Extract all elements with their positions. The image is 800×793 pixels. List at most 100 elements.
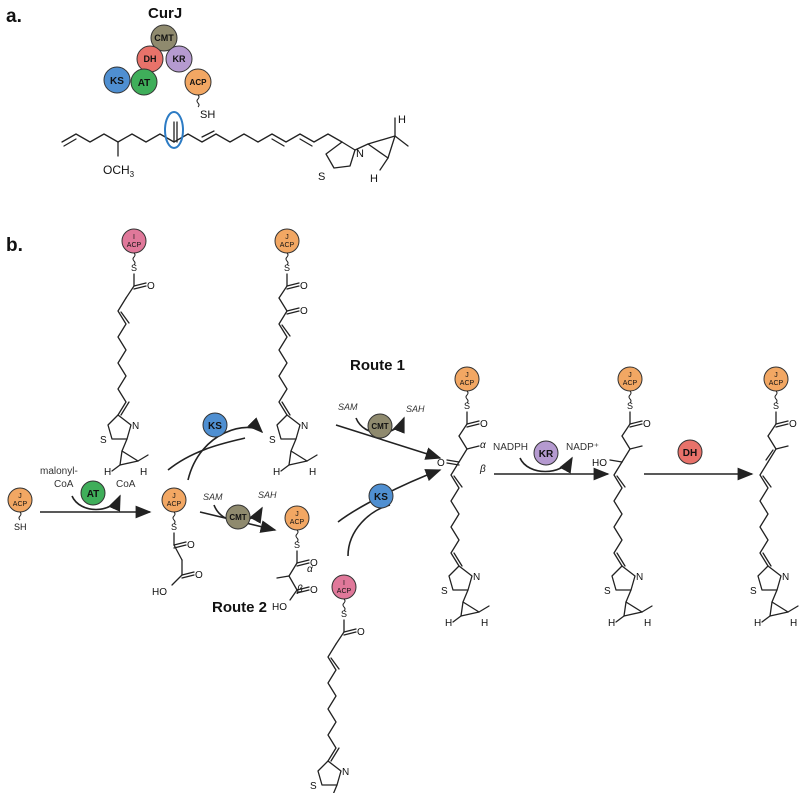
route-2-label: Route 2: [212, 599, 267, 616]
sulfur-label: S: [441, 586, 448, 597]
nitrogen-label: N: [132, 421, 139, 432]
svg-text:CMT: CMT: [229, 513, 246, 522]
kr-enzyme-icon: KR: [533, 440, 559, 466]
sulfur-label: S: [131, 263, 137, 273]
svg-text:DH: DH: [144, 54, 157, 64]
svg-text:I: I: [343, 580, 345, 587]
oxygen-label: O: [310, 585, 318, 596]
svg-text:α: α: [480, 440, 486, 451]
sulfur-label: S: [627, 401, 633, 411]
i-acp-icon: I ACP: [121, 228, 147, 254]
sulfur-label: S: [100, 435, 107, 446]
svg-text:KR: KR: [539, 449, 554, 460]
sulfur-label: S: [750, 586, 757, 597]
curj-title: CurJ: [148, 5, 182, 22]
svg-text:ACP: ACP: [460, 380, 475, 387]
hydrogen-label: H: [644, 618, 651, 629]
dh-domain-icon: DH: [136, 45, 164, 73]
hydrogen-label: H: [790, 618, 797, 629]
svg-text:KS: KS: [208, 421, 222, 432]
oxygen-label: O: [300, 281, 308, 292]
svg-text:J: J: [774, 372, 778, 379]
svg-text:AT: AT: [138, 78, 151, 89]
ks-domain-icon: KS: [103, 66, 131, 94]
oxygen-label: O: [310, 558, 318, 569]
hydrogen-label: H: [140, 467, 147, 478]
svg-text:ACP: ACP: [623, 380, 638, 387]
sulfur-label: S: [773, 401, 779, 411]
cmt-enzyme-icon-route2: CMT: [225, 504, 251, 530]
oxygen-label: O: [789, 419, 797, 430]
hydroxyl-label: HO: [152, 587, 167, 598]
sulfur-label: S: [464, 401, 470, 411]
nitrogen-label: N: [473, 572, 480, 583]
svg-text:N: N: [356, 148, 364, 160]
svg-text:H: H: [398, 114, 406, 126]
curacin-a-structure: OCH3 N S H H: [61, 111, 409, 185]
svg-text:J: J: [172, 493, 176, 500]
oxygen-label: O: [480, 419, 488, 430]
curj-domain-cluster: CMT DH KR KS AT ACP SH: [103, 24, 215, 121]
oxygen-label: O: [300, 306, 308, 317]
j-acp-icon-start: J ACP: [7, 487, 33, 513]
nitrogen-label: N: [782, 572, 789, 583]
svg-text:ACP: ACP: [13, 501, 28, 508]
oxygen-label: O: [643, 419, 651, 430]
svg-text:J: J: [295, 511, 299, 518]
oxygen-label: O: [195, 570, 203, 581]
oxygen-label: O: [357, 627, 365, 638]
svg-text:S: S: [318, 171, 325, 183]
acp-domain-icon: ACP: [184, 68, 212, 96]
panel-b-label: b.: [6, 235, 23, 256]
svg-text:H: H: [370, 173, 378, 185]
svg-text:α: α: [307, 564, 313, 575]
hydrogen-label: H: [104, 467, 111, 478]
svg-text:KR: KR: [173, 54, 186, 64]
svg-text:SAH: SAH: [406, 404, 425, 414]
hydrogen-label: H: [754, 618, 761, 629]
svg-text:CMT: CMT: [371, 422, 388, 431]
svg-text:J: J: [628, 372, 632, 379]
cmt-enzyme-icon-route1: CMT: [367, 413, 393, 439]
nitrogen-label: N: [636, 572, 643, 583]
sulfur-label: S: [284, 263, 290, 273]
svg-text:ACP: ACP: [280, 242, 295, 249]
j-acp-icon-product1: J ACP: [454, 366, 480, 392]
acyl-chain-structures: SONSHHSOONSHHSOOHOSOOHOSONSHHSOONSHHSOHO…: [100, 252, 799, 793]
at-enzyme-icon: AT: [80, 480, 106, 506]
svg-text:KS: KS: [110, 76, 124, 87]
svg-text:DH: DH: [683, 448, 697, 459]
ks-enzyme-icon-route2: KS: [368, 483, 394, 509]
oxygen-label: O: [437, 458, 445, 469]
highlight-oval: [164, 111, 184, 149]
oxygen-label: O: [147, 281, 155, 292]
j-acp-icon-top: J ACP: [274, 228, 300, 254]
kr-domain-icon: KR: [165, 45, 193, 73]
curj-sh-label: SH: [200, 109, 215, 121]
sulfur-label: S: [341, 609, 347, 619]
svg-text:ACP: ACP: [290, 519, 305, 526]
j-acp-icon-malonyl: J ACP: [161, 487, 187, 513]
hydroxyl-label: HO: [592, 458, 607, 469]
cmt-domain-icon: CMT: [150, 24, 178, 52]
svg-text:J: J: [285, 234, 289, 241]
och3-label: OCH3: [103, 163, 135, 179]
svg-text:malonyl-: malonyl-: [40, 466, 78, 477]
sulfur-label: S: [294, 540, 300, 550]
sulfur-label: S: [269, 435, 276, 446]
j-acp-icon-product2: J ACP: [617, 366, 643, 392]
sulfur-label: S: [604, 586, 611, 597]
i-acp-icon-bottom: I ACP: [331, 574, 357, 600]
oxygen-label: O: [187, 540, 195, 551]
svg-text:KS: KS: [374, 492, 388, 503]
svg-text:J: J: [18, 493, 22, 500]
hydrogen-label: H: [481, 618, 488, 629]
route-1-label: Route 1: [350, 357, 405, 374]
svg-text:AT: AT: [87, 489, 100, 500]
hydrogen-label: H: [445, 618, 452, 629]
sulfur-label: S: [171, 522, 177, 532]
svg-text:SAH: SAH: [258, 490, 277, 500]
svg-text:I: I: [133, 234, 135, 241]
svg-text:ACP: ACP: [337, 588, 352, 595]
